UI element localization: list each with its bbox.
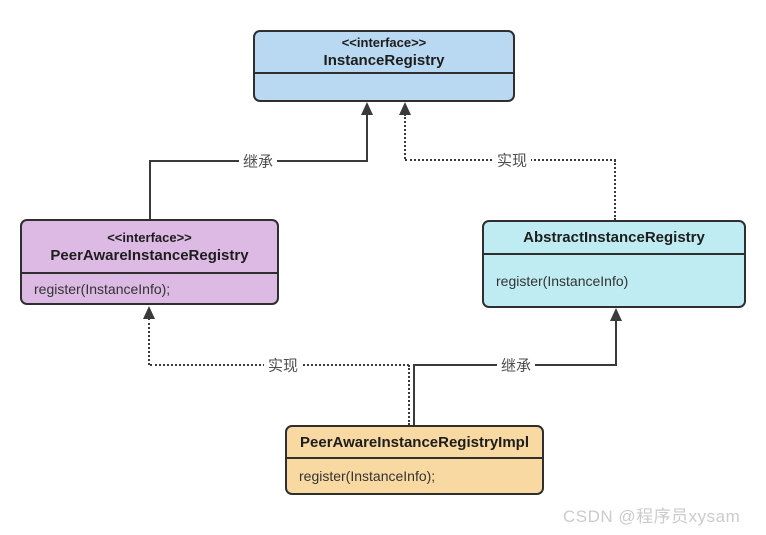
- edge-label-implement: 实现: [263, 354, 303, 376]
- arrowhead-icon: [399, 102, 411, 115]
- arrowhead-icon: [361, 102, 373, 115]
- class-box-peer-aware-instance-registry-impl: PeerAwareInstanceRegistryImpl register(I…: [285, 425, 544, 495]
- edge-segment: [615, 319, 617, 365]
- method-label: register(InstanceInfo);: [34, 280, 171, 297]
- class-methods-compartment: register(InstanceInfo);: [287, 457, 542, 493]
- class-header: AbstractInstanceRegistry: [484, 222, 744, 253]
- class-header: <<interface>> PeerAwareInstanceRegistry: [22, 221, 277, 272]
- edge-segment: [413, 365, 415, 425]
- edge-segment: [408, 365, 410, 425]
- edge-label-inherit: 继承: [496, 354, 536, 376]
- class-methods-compartment: [255, 72, 513, 100]
- stereotype-label: <<interface>>: [107, 229, 192, 245]
- edge-segment: [149, 161, 151, 219]
- class-box-instance-registry: <<interface>> InstanceRegistry: [253, 30, 515, 102]
- edge-label-implement: 实现: [492, 149, 532, 171]
- class-methods-compartment: register(InstanceInfo);: [22, 272, 277, 303]
- edge-segment: [366, 113, 368, 161]
- edge-segment: [404, 114, 406, 159]
- stereotype-label: <<interface>>: [341, 35, 427, 50]
- arrowhead-icon: [143, 306, 155, 319]
- class-name: PeerAwareInstanceRegistry: [50, 246, 249, 264]
- arrowhead-icon: [610, 308, 622, 321]
- edge-label-inherit: 继承: [238, 150, 278, 172]
- class-box-abstract-instance-registry: AbstractInstanceRegistry register(Instan…: [482, 220, 746, 308]
- edge-segment: [148, 318, 150, 365]
- method-label: register(InstanceInfo);: [299, 468, 436, 484]
- class-methods-compartment: register(InstanceInfo): [484, 253, 744, 306]
- csdn-watermark: CSDN @程序员xysam: [563, 507, 741, 526]
- class-name: InstanceRegistry: [323, 52, 445, 69]
- class-header: <<interface>> InstanceRegistry: [255, 32, 513, 72]
- class-header: PeerAwareInstanceRegistryImpl: [287, 427, 542, 457]
- method-label: register(InstanceInfo): [496, 272, 629, 289]
- edge-segment: [614, 160, 616, 220]
- class-name: AbstractInstanceRegistry: [523, 229, 705, 246]
- class-name: PeerAwareInstanceRegistryImpl: [300, 433, 529, 451]
- class-box-peer-aware-instance-registry: <<interface>> PeerAwareInstanceRegistry …: [20, 219, 279, 305]
